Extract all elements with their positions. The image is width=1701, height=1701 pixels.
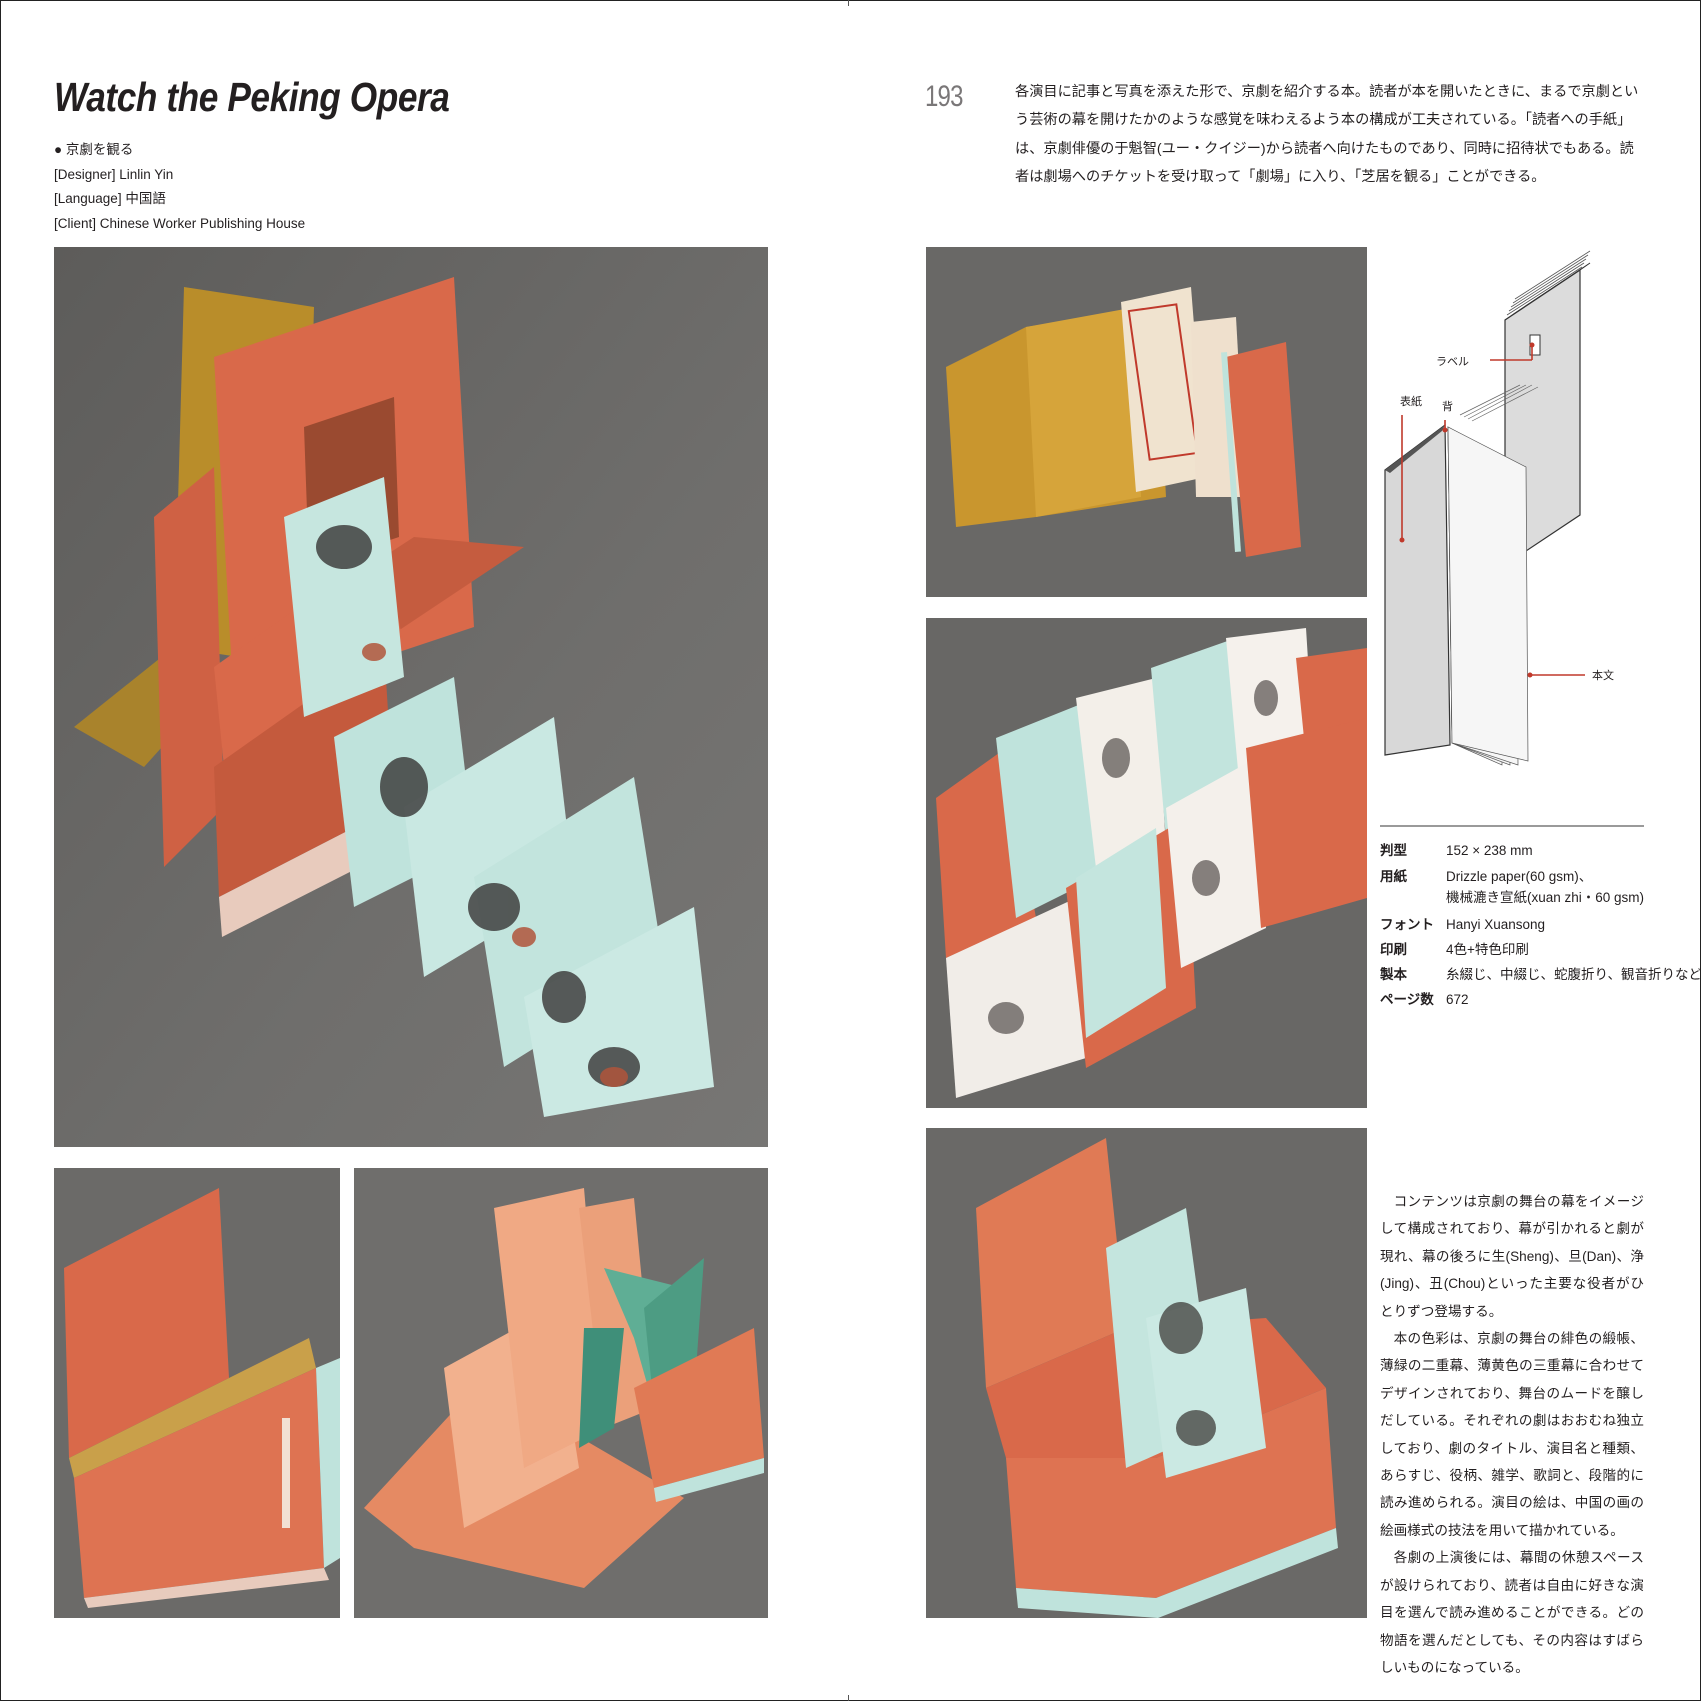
spec-key: 製本 xyxy=(1380,967,1407,982)
spec-row: ページ数 672 xyxy=(1380,987,1701,1012)
photo-letter-and-ticket xyxy=(926,247,1367,597)
intro-paragraph: 各演目に記事と写真を添えた形で、京劇を紹介する本。読者が本を開いたときに、まるで… xyxy=(1015,84,1639,186)
crop-mark-top xyxy=(848,0,849,6)
diagram-label-spine: 背 xyxy=(1442,399,1453,413)
spec-key: 判型 xyxy=(1380,843,1407,858)
spec-row: 判型 152 × 238 mm xyxy=(1380,838,1701,863)
spec-value: 152 × 238 mm xyxy=(1446,843,1533,858)
diagram-label-cover: 表紙 xyxy=(1400,394,1422,408)
body-paragraph: コンテンツは京劇の舞台の幕をイメージして構成されており、幕が引かれると劇が現れ、… xyxy=(1380,1194,1644,1319)
spec-value: Drizzle paper(60 gsm)、 xyxy=(1446,869,1593,884)
spec-value: Hanyi Xuansong xyxy=(1446,917,1546,932)
crop-mark-bottom xyxy=(848,1695,849,1701)
body-text: コンテンツは京劇の舞台の幕をイメージして構成されており、幕が引かれると劇が現れ、… xyxy=(1380,1188,1644,1681)
binding-diagram: ラベル 表紙 背 本文 xyxy=(1384,250,1614,766)
photo-main-accordion-book xyxy=(54,247,768,1147)
spec-row: フォント Hanyi Xuansong xyxy=(1380,912,1701,937)
spec-divider xyxy=(1380,825,1644,827)
client-credit: [Client] Chinese Worker Publishing House xyxy=(54,215,306,231)
credits: ● 京劇を観る [Designer] Linlin Yin [Language]… xyxy=(54,138,305,236)
spec-value: 4色+特色印刷 xyxy=(1446,942,1529,957)
spec-row: 用紙 Drizzle paper(60 gsm)、 xyxy=(1380,863,1701,887)
body-paragraph: 各劇の上演後には、幕間の休憩スペースが設けられており、読者は自由に好きな演目を選… xyxy=(1380,1550,1644,1675)
spec-key xyxy=(1380,887,1446,908)
spec-value: 機械漉き宣紙(xuan zhi・60 gsm) xyxy=(1446,890,1645,905)
spec-row: 印刷 4色+特色印刷 xyxy=(1380,937,1701,962)
photo-closed-book xyxy=(54,1168,340,1618)
spec-row: 製本 糸綴じ、中綴じ、蛇腹折り、観音折りなど xyxy=(1380,962,1701,987)
photo-stacked-book xyxy=(926,1128,1367,1618)
spec-key: 用紙 xyxy=(1380,869,1407,884)
page-number: 193 xyxy=(925,80,963,113)
subtitle: ● 京劇を観る xyxy=(54,142,134,157)
page-title: Watch the Peking Opera xyxy=(54,74,450,120)
spec-value: 672 xyxy=(1446,992,1469,1007)
spec-value: 糸綴じ、中綴じ、蛇腹折り、観音折りなど xyxy=(1446,967,1701,982)
language-credit: [Language] 中国語 xyxy=(54,191,166,206)
designer-credit: [Designer] Linlin Yin xyxy=(54,166,174,182)
photo-open-books xyxy=(926,618,1367,1108)
diagram-label-label: ラベル xyxy=(1436,355,1469,368)
spec-key: 印刷 xyxy=(1380,942,1407,957)
diagram-label-body: 本文 xyxy=(1592,668,1614,682)
body-paragraph: 本の色彩は、京劇の舞台の緋色の緞帳、薄緑の二重幕、薄黄色の三重幕に合わせてデザイ… xyxy=(1380,1331,1644,1538)
spec-key: フォント xyxy=(1380,917,1434,932)
spec-key: ページ数 xyxy=(1380,992,1434,1007)
photo-folded-pages xyxy=(354,1168,768,1618)
spec-row: 機械漉き宣紙(xuan zhi・60 gsm) xyxy=(1380,887,1701,912)
